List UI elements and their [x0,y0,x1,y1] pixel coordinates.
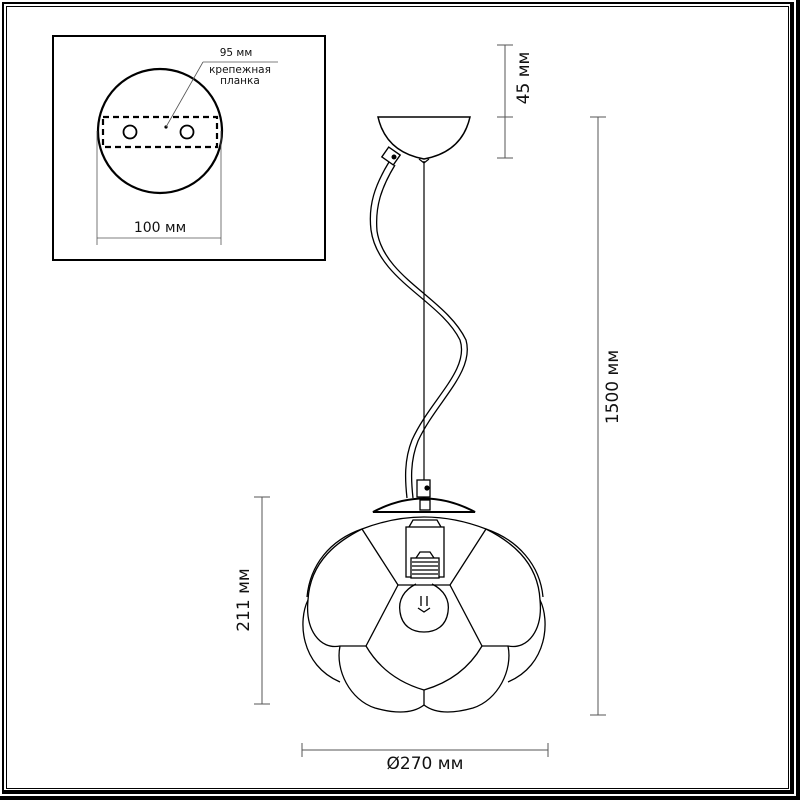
total-height-label: 1500 мм [603,349,623,425]
mounting-bracket-outline [101,115,219,149]
canopy-diameter-label: 100 мм [133,220,187,236]
power-cord [369,146,468,499]
dimension-lines [254,44,606,757]
frame-shadow-right [796,0,800,800]
screw-hole-left [122,124,138,140]
bracket-length-label: 95 мм [219,47,253,59]
drawing-frame-inner [6,6,789,789]
bracket-label-line1: крепежная [209,64,271,76]
bracket-label-line2: планка [220,75,260,87]
shade-height-label: 211 мм [234,568,254,632]
canopy-top-view [96,61,278,245]
canopy-height-label: 45 мм [514,51,534,105]
lamp-shade [302,479,546,713]
bracket-leader-line [165,61,204,128]
bulb-socket [405,519,445,579]
frame-shadow-bottom [0,796,800,800]
light-bulb [398,583,450,633]
shade-diameter-label: Ø270 мм [386,754,464,774]
screw-hole-right [179,124,195,140]
wire-grip [416,479,431,498]
cord-clamp [380,146,402,166]
